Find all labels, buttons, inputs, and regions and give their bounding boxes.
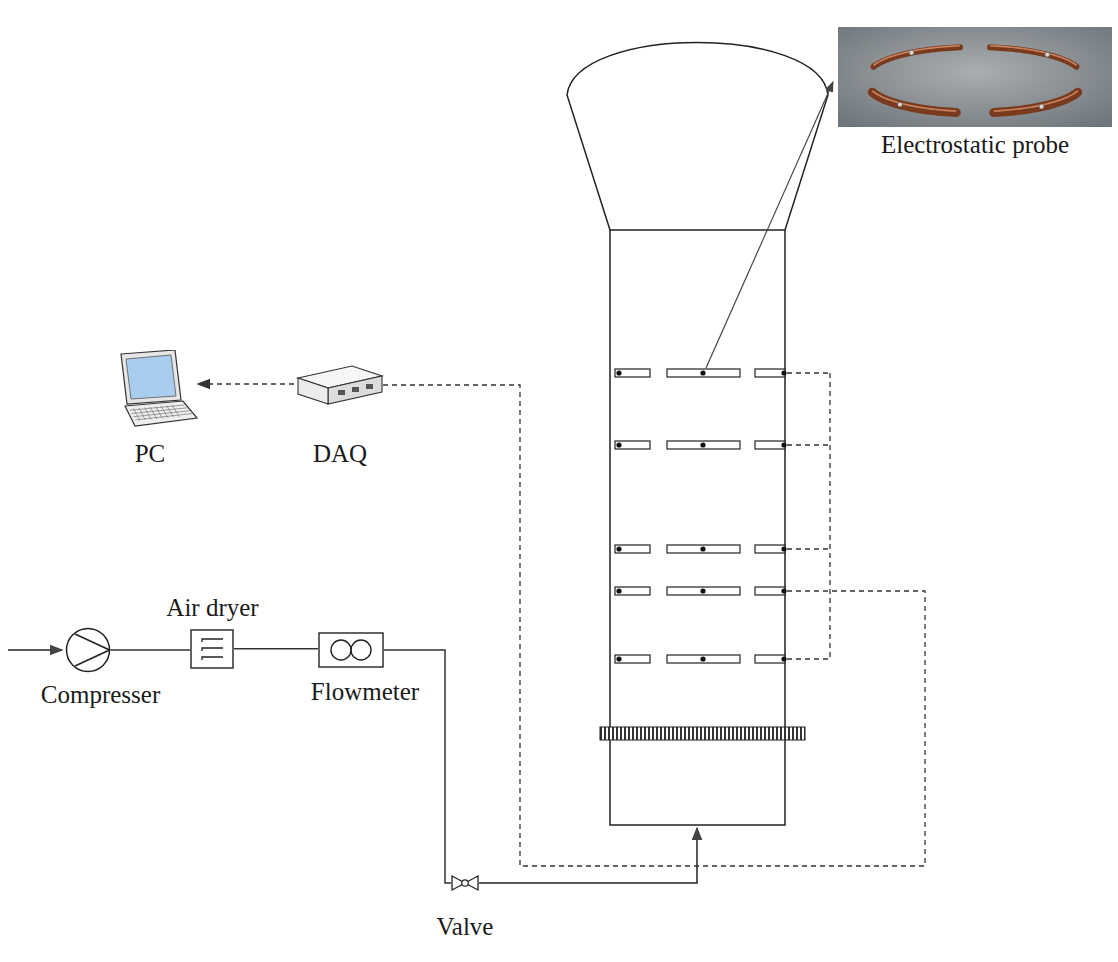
probe-segment	[615, 655, 650, 663]
daq-port	[352, 387, 359, 392]
photo-icon	[838, 27, 1112, 127]
electrode-highlight	[990, 46, 1076, 65]
daq-icon	[294, 362, 386, 406]
probe-segment	[615, 441, 650, 449]
probe-segment	[667, 655, 740, 663]
probe-segment	[615, 545, 650, 553]
air-supply-pipe	[479, 828, 697, 883]
terminal-dot	[781, 588, 786, 593]
probe-segment	[667, 369, 740, 377]
electrode-highlight	[994, 91, 1078, 111]
flowmeter-node: Flowmeter	[300, 632, 430, 707]
terminal-dot	[616, 546, 621, 551]
meter-icon	[318, 632, 384, 668]
terminal-dot	[781, 442, 786, 447]
laptop-lid	[121, 350, 181, 404]
distributor-plate	[600, 727, 805, 740]
component-label: Valve	[437, 913, 494, 942]
terminal-dot	[781, 546, 786, 551]
probe-segment	[755, 655, 785, 663]
dryer-icon	[190, 629, 234, 669]
electrode-screw	[1039, 104, 1044, 109]
dryer-body	[191, 630, 233, 668]
photo-background	[838, 27, 1112, 127]
terminal-dot	[700, 656, 705, 661]
electrode-highlight	[872, 91, 956, 111]
compressor-node: Compresser	[37, 627, 165, 710]
terminal-dot	[616, 442, 621, 447]
pc-node: PC	[100, 350, 200, 469]
terminal-dot	[616, 370, 621, 375]
probe-photo: Electrostatic probe	[838, 27, 1112, 160]
connector-line	[198, 383, 294, 385]
connector-line	[234, 648, 318, 650]
daq-node: DAQ	[290, 362, 390, 469]
probe-segment	[755, 545, 785, 553]
rotor	[351, 640, 371, 660]
probe-segment	[667, 545, 740, 553]
pump-icon	[65, 627, 111, 673]
component-label: PC	[135, 440, 166, 469]
probe-segment	[755, 369, 785, 377]
terminal-dot	[700, 546, 705, 551]
probe-segment	[615, 369, 650, 377]
probe-segment	[667, 587, 740, 595]
electrode-highlight	[874, 46, 960, 65]
probe-rings	[615, 369, 785, 663]
valve-body	[452, 876, 478, 890]
component-label: Air dryer	[166, 594, 258, 623]
laptop-screen	[126, 355, 176, 399]
probe-segment	[755, 441, 785, 449]
component-label: DAQ	[313, 440, 367, 469]
terminal-dot	[616, 588, 621, 593]
electrode-screw	[1045, 52, 1050, 57]
signal-cable	[383, 385, 925, 866]
valve-node: Valve	[425, 871, 505, 942]
air-inlet-arrow	[8, 649, 62, 651]
daq-side	[298, 378, 328, 404]
pump-casing	[67, 629, 110, 672]
electrode-screw	[898, 102, 903, 107]
connector-line	[111, 649, 190, 651]
rotor	[331, 640, 351, 660]
freeboard-section	[567, 43, 828, 231]
probe-signal-bus	[787, 373, 830, 659]
valve-icon	[451, 871, 479, 895]
dryer-trays	[202, 639, 223, 660]
laptop-base	[125, 401, 197, 426]
terminal-dot	[616, 656, 621, 661]
daq-port	[338, 390, 345, 395]
daq-port	[366, 384, 373, 389]
component-label: Flowmeter	[311, 678, 419, 707]
terminal-dot	[700, 442, 705, 447]
component-label: Electrostatic probe	[881, 131, 1069, 160]
air-dryer-node: Air dryer	[150, 594, 275, 669]
terminal-dot	[700, 588, 705, 593]
electrode-screw	[909, 50, 914, 55]
laptop-keyboard	[130, 405, 193, 421]
terminal-dot	[781, 656, 786, 661]
probe-segment	[755, 587, 785, 595]
laptop-icon	[103, 350, 198, 428]
probe-terminals	[616, 370, 786, 661]
valve-stem	[462, 880, 468, 886]
terminal-dot	[700, 370, 705, 375]
pump-symbol	[75, 634, 110, 666]
probe-segment	[615, 587, 650, 595]
probe-segment	[667, 441, 740, 449]
component-label: Compresser	[41, 681, 160, 710]
leader-arrow	[706, 82, 833, 368]
terminal-dot	[781, 370, 786, 375]
daq-front	[328, 376, 382, 404]
flowmeter-body	[319, 633, 383, 667]
